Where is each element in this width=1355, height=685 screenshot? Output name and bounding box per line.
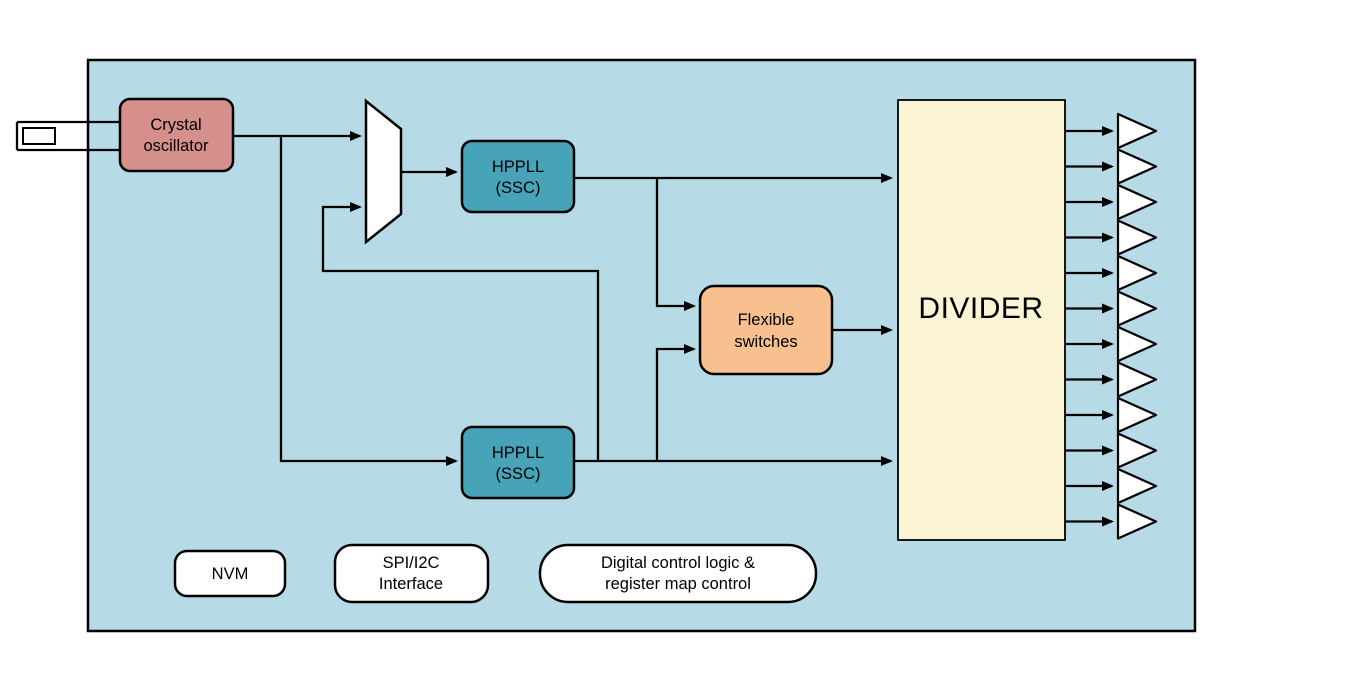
flexible-switches-label: switches bbox=[734, 333, 797, 351]
output-buffer-triangle-icon bbox=[1116, 148, 1158, 185]
crystal-oscillator-block: Crystal oscillator bbox=[118, 97, 235, 173]
divider-block: DIVIDER bbox=[897, 99, 1066, 541]
output-buffer-triangle-icon bbox=[1116, 183, 1158, 221]
nvm-block: NVM bbox=[173, 549, 287, 598]
output-buffer-triangle-icon bbox=[1116, 467, 1158, 505]
spi-i2c-label: Interface bbox=[379, 575, 443, 593]
hppll-top-block: HPPLL (SSC) bbox=[460, 139, 576, 214]
wire-hppll-top-to-switches bbox=[655, 178, 696, 311]
output-buffer-triangle-icon bbox=[1116, 254, 1158, 292]
flexible-switches-block: Flexible switches bbox=[698, 284, 834, 376]
output-buffer-triangle-icon bbox=[1116, 432, 1158, 469]
spi-i2c-interface-block: SPI/I2C Interface bbox=[333, 543, 490, 604]
output-buffer-triangle-icon bbox=[1116, 290, 1158, 327]
output-buffer-triangle-icon bbox=[1116, 219, 1158, 256]
hppll-bottom-label: (SSC) bbox=[496, 465, 541, 483]
digital-control-label: register map control bbox=[605, 575, 751, 593]
hppll-top-label: (SSC) bbox=[496, 179, 541, 197]
output-buffer-triangle-icon bbox=[1116, 325, 1158, 363]
divider-label: DIVIDER bbox=[918, 292, 1043, 325]
hppll-bottom-label: HPPLL bbox=[492, 444, 544, 462]
nvm-label: NVM bbox=[212, 565, 249, 583]
hppll-bottom-block: HPPLL (SSC) bbox=[460, 425, 576, 500]
wire-feedback-to-mux bbox=[321, 202, 600, 461]
crystal-icon bbox=[15, 120, 120, 152]
spi-i2c-label: SPI/I2C bbox=[383, 554, 440, 572]
mux-trapezoid-icon bbox=[364, 98, 403, 245]
output-buffer-triangle-icon bbox=[1116, 396, 1158, 434]
wire-crystal-to-hppll-bottom bbox=[279, 136, 458, 466]
crystal-oscillator-label: oscillator bbox=[143, 137, 209, 155]
output-buffer-triangle-icon bbox=[1116, 112, 1158, 150]
output-buffer-triangle-icon bbox=[1116, 503, 1158, 540]
crystal-oscillator-label: Crystal bbox=[150, 116, 201, 134]
wire-hppll-bottom-to-switches bbox=[655, 344, 696, 461]
flexible-switches-label: Flexible bbox=[738, 311, 795, 329]
output-buffer-triangle-icon bbox=[1116, 361, 1158, 398]
output-buffers bbox=[1065, 112, 1158, 540]
digital-control-label: Digital control logic & bbox=[601, 554, 755, 572]
digital-control-block: Digital control logic & register map con… bbox=[538, 543, 818, 604]
hppll-top-label: HPPLL bbox=[492, 158, 544, 176]
